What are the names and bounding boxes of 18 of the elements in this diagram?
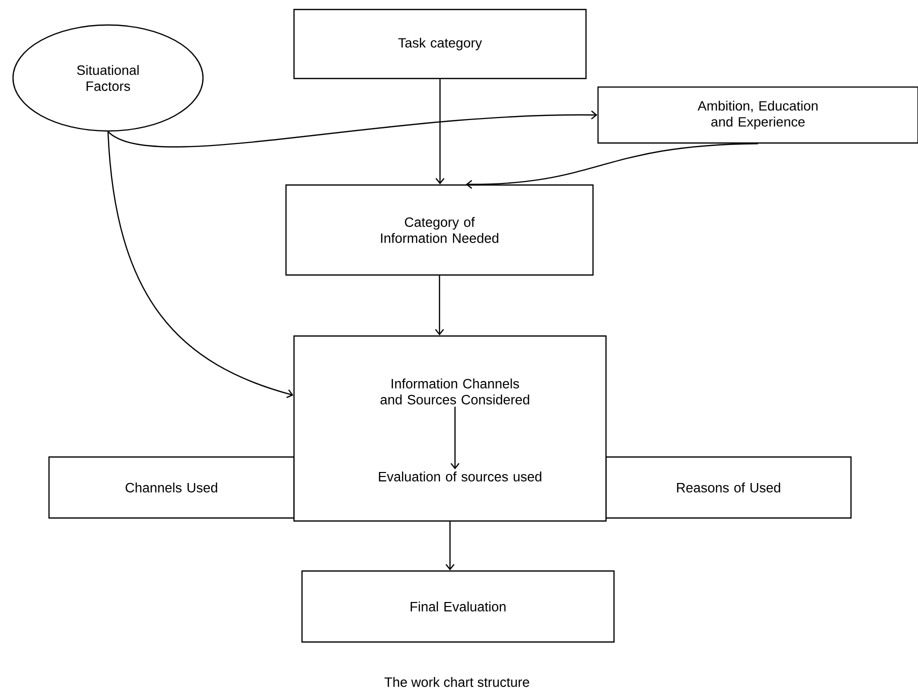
arrow bbox=[435, 276, 444, 336]
process-box: Reasons of Used bbox=[605, 456, 852, 519]
arrow bbox=[436, 79, 444, 184]
arrow bbox=[107, 132, 294, 398]
process-box: Final Evaluation bbox=[301, 570, 615, 643]
box-text: Evaluation of sources used bbox=[378, 472, 542, 482]
process-box bbox=[293, 335, 607, 522]
process-box: Task category bbox=[293, 8, 587, 80]
caption: The work chart structure bbox=[384, 677, 530, 687]
arrow bbox=[108, 110, 598, 148]
process-box: Channels Used bbox=[48, 456, 295, 519]
box-text: Information Channels and Sources Considered bbox=[380, 378, 530, 404]
process-box: Category of Information Needed bbox=[285, 184, 594, 276]
process-box: Ambition, Education and Experience bbox=[597, 86, 918, 144]
arrow bbox=[466, 143, 758, 189]
ellipse-node: Situational Factors bbox=[12, 24, 204, 132]
arrow bbox=[450, 406, 460, 470]
arrow bbox=[446, 522, 454, 570]
